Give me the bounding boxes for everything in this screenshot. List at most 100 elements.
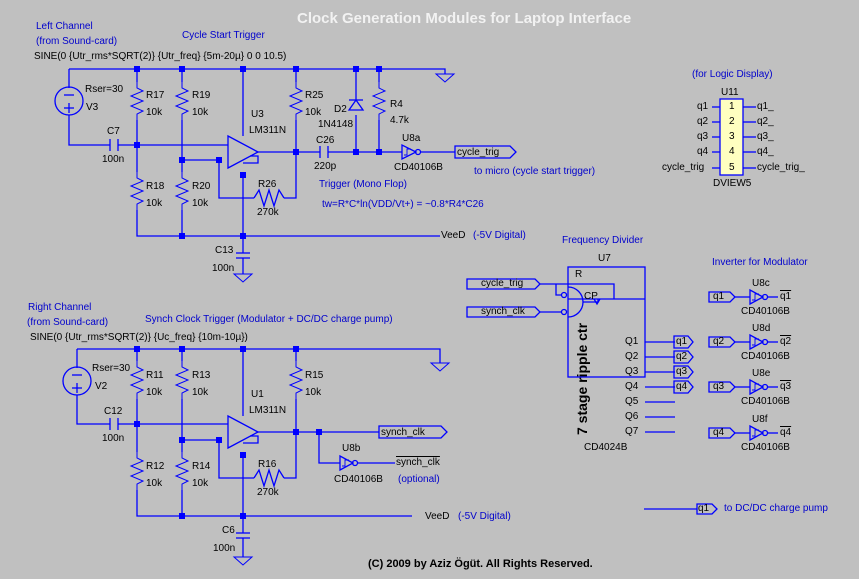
d2-ref: D2 [334, 104, 347, 115]
v2-rser: Rser=30 [92, 363, 131, 374]
display-out-q3: q3_ [757, 131, 774, 142]
ripple-counter-label: 7 stage ripple ctr [574, 322, 590, 435]
cycle-start-trigger-heading: Cycle Start Trigger [182, 30, 265, 41]
u8a-part: CD40106B [394, 162, 443, 173]
copyright-notice: (C) 2009 by Aziz Ögüt. All Rights Reserv… [368, 558, 593, 570]
c12-ref: C12 [104, 406, 123, 417]
c6-value: 100n [213, 543, 236, 554]
r15-value: 10k [305, 387, 322, 398]
c6-ref: C6 [222, 525, 235, 536]
r26-value: 270k [257, 207, 279, 218]
optional-note: (optional) [398, 474, 440, 485]
output-q7: Q7 [625, 426, 639, 437]
net-flag-q1: q1 [676, 336, 688, 347]
output-q6: Q6 [625, 411, 639, 422]
output-q4: Q4 [625, 381, 639, 392]
v3-rser: Rser=30 [85, 84, 124, 95]
right-circuit-wires [62, 348, 441, 557]
c7-ref: C7 [107, 126, 120, 137]
u8d-ref: U8d [752, 323, 771, 334]
r14-ref: R14 [192, 461, 211, 472]
display-pin-1: 1 [729, 101, 735, 112]
r12-value: 10k [146, 478, 163, 489]
display-out-q2: q2_ [757, 116, 774, 127]
u1-part: LM311N [249, 405, 287, 416]
schematic-title: Clock Generation Modules for Laptop Inte… [297, 10, 632, 27]
left-channel-sub: (from Sound-card) [36, 36, 118, 47]
r25-ref: R25 [305, 90, 324, 101]
logic-display-heading: (for Logic Display) [692, 69, 773, 80]
u8f-out: q4 [780, 427, 792, 438]
display-in-q1: q1 [697, 101, 709, 112]
display-pin-5: 5 [729, 162, 735, 173]
r4-value: 4.7k [390, 115, 409, 126]
c26-value: 220p [314, 161, 337, 172]
u8e-in: q3 [713, 381, 725, 392]
u11-ref: U11 [721, 87, 739, 98]
left-veed-net: VeeD [441, 230, 466, 241]
u11-part: DVIEW5 [713, 178, 752, 189]
r26-ref: R26 [258, 179, 277, 190]
display-pin-2: 2 [729, 116, 735, 127]
reset-pin-label: R [575, 269, 583, 280]
display-out-q4: q4_ [757, 146, 774, 157]
u8e-ref: U8e [752, 368, 771, 379]
r20-value: 10k [192, 198, 209, 209]
r25-value: 10k [305, 107, 322, 118]
u8c-in: q1 [713, 291, 725, 302]
net-flag-q2: q2 [676, 351, 688, 362]
d2-part: 1N4148 [318, 119, 354, 130]
u8d-part: CD40106B [741, 351, 790, 362]
u1-ref: U1 [251, 389, 264, 400]
r4-ref: R4 [390, 99, 403, 110]
net-flag-q3: q3 [676, 366, 688, 377]
right-veed-net: VeeD [425, 511, 450, 522]
r16-value: 270k [257, 487, 279, 498]
output-q5: Q5 [625, 396, 639, 407]
synch-clock-trigger-heading: Synch Clock Trigger (Modulator + DC/DC c… [145, 314, 393, 325]
u8e-out: q3 [780, 381, 792, 392]
v3-ref: V3 [86, 102, 99, 113]
modulator-inverter-heading: Inverter for Modulator [712, 257, 808, 268]
left-channel-label: Left Channel [36, 21, 93, 32]
display-pin-4: 4 [729, 146, 735, 157]
r19-value: 10k [192, 107, 209, 118]
u8e-part: CD40106B [741, 396, 790, 407]
c12-value: 100n [102, 433, 125, 444]
right-channel-sub: (from Sound-card) [27, 317, 109, 328]
to-micro-note: to micro (cycle start trigger) [474, 166, 596, 177]
c13-value: 100n [212, 263, 235, 274]
r19-ref: R19 [192, 90, 211, 101]
divider-input-synch-clk: synch_clk [481, 306, 525, 317]
r18-ref: R18 [146, 181, 165, 192]
u8f-in: q4 [713, 427, 725, 438]
r12-ref: R12 [146, 461, 165, 472]
c7-value: 100n [102, 154, 125, 165]
r11-value: 10k [146, 387, 163, 398]
r11-ref: R11 [146, 370, 164, 381]
u8f-ref: U8f [752, 414, 768, 425]
r13-value: 10k [192, 387, 209, 398]
u3-part: LM311N [249, 125, 287, 136]
display-pin-3: 3 [729, 131, 735, 142]
v2-ref: V2 [95, 381, 108, 392]
modulator-wires [708, 288, 778, 442]
net-flag-q4: q4 [676, 381, 688, 392]
c26-ref: C26 [316, 135, 335, 146]
r16-ref: R16 [258, 459, 277, 470]
left-source-spec: SINE(0 {Utr_rms*SQRT(2)} {Utr_freq} {5m-… [34, 51, 287, 62]
right-veed-note: (-5V Digital) [458, 511, 511, 522]
r17-value: 10k [146, 107, 163, 118]
u3-ref: U3 [251, 109, 264, 120]
u8c-out: q1 [780, 291, 792, 302]
u8d-in: q2 [713, 336, 725, 347]
u7-ref: U7 [598, 253, 611, 264]
c13-ref: C13 [215, 245, 234, 256]
divider-wires [466, 266, 694, 433]
r18-value: 10k [146, 198, 163, 209]
output-q3: Q3 [625, 366, 639, 377]
charge-pump-note: to DC/DC charge pump [724, 503, 828, 514]
output-q1: Q1 [625, 336, 639, 347]
